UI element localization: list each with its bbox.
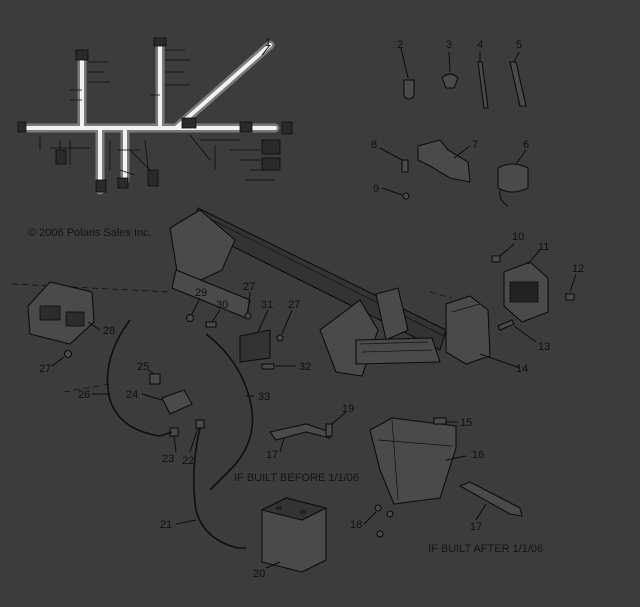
callout-5: 5 xyxy=(516,39,522,51)
callout-4: 4 xyxy=(477,39,483,51)
callout-11: 11 xyxy=(538,241,549,253)
callout-27b: 27 xyxy=(243,281,255,293)
note-built-before: IF BUILT BEFORE 1/1/06 xyxy=(234,472,359,484)
part-12-nut xyxy=(565,273,577,301)
callout-15: 15 xyxy=(460,417,472,429)
callout-27a: 27 xyxy=(39,363,51,375)
part-18-fasteners xyxy=(363,504,394,538)
note-built-after: IF BUILT AFTER 1/1/06 xyxy=(428,543,543,555)
part-7-bracket xyxy=(417,139,471,183)
callout-27c: 27 xyxy=(288,299,300,311)
part-29-nut xyxy=(185,297,201,323)
part-26-cable xyxy=(106,319,173,437)
wiring-harness-glow xyxy=(17,40,280,195)
callout-14: 14 xyxy=(516,363,528,375)
wiring-connectors xyxy=(17,37,293,193)
callout-17a: 17 xyxy=(266,449,278,461)
callout-25: 25 xyxy=(137,361,149,373)
callout-13: 13 xyxy=(538,341,550,353)
part-16-battery-box xyxy=(369,417,467,505)
callout-29: 29 xyxy=(195,287,207,299)
copyright-notice: © 2006 Polaris Sales Inc. xyxy=(28,227,152,239)
part-6-relay xyxy=(497,149,529,207)
callout-23: 23 xyxy=(162,453,174,465)
part-30-bolt xyxy=(205,309,221,328)
callout-1: 1 xyxy=(265,37,271,49)
callout-20: 20 xyxy=(253,568,265,580)
callout-30: 30 xyxy=(216,299,228,311)
part-4-tie-strap xyxy=(477,52,489,109)
callout-3: 3 xyxy=(446,39,452,51)
wiring-harness xyxy=(17,37,293,195)
battery-cables xyxy=(92,319,254,549)
part-15-pad xyxy=(433,417,458,425)
callout-24: 24 xyxy=(126,389,138,401)
callout-22: 22 xyxy=(182,455,194,467)
part-9-nut xyxy=(381,187,410,200)
callout-31: 31 xyxy=(261,299,273,311)
part-25-clip xyxy=(147,369,161,385)
part-24-solenoid xyxy=(141,389,193,415)
part-32-ring xyxy=(261,363,296,370)
callout-16: 16 xyxy=(472,449,484,461)
callout-17b: 17 xyxy=(470,521,482,533)
part-28-cover xyxy=(27,281,101,345)
part-17-strap-b xyxy=(458,481,523,521)
callout-33: 33 xyxy=(258,391,270,403)
callout-10: 10 xyxy=(512,231,524,243)
part-14-cover xyxy=(445,295,521,369)
callout-28: 28 xyxy=(103,325,115,337)
part-8-screw xyxy=(379,147,409,173)
callout-18: 18 xyxy=(350,519,362,531)
callout-26: 26 xyxy=(78,389,90,401)
callout-7: 7 xyxy=(472,139,478,151)
part-2-grommet xyxy=(400,47,415,100)
vehicle-frame xyxy=(11,207,453,393)
part-21-cable xyxy=(192,427,246,549)
callout-2: 2 xyxy=(397,39,403,51)
part-27-b xyxy=(244,291,252,320)
part-27-a xyxy=(51,349,73,367)
part-10-pad xyxy=(491,243,515,263)
leader-1 xyxy=(261,44,271,56)
callout-numbers: 1 2 3 4 5 6 7 8 9 10 11 12 13 14 15 16 1… xyxy=(39,37,584,580)
part-5-tie-strap xyxy=(509,51,527,107)
part-20-battery xyxy=(260,497,328,573)
part-31-fuse-block xyxy=(239,309,271,363)
callout-8: 8 xyxy=(371,139,377,151)
callout-9: 9 xyxy=(373,183,379,195)
callout-12: 12 xyxy=(572,263,584,275)
part-27-c xyxy=(276,309,293,342)
part-17-strap-a xyxy=(269,423,331,453)
part-19-bolt xyxy=(325,411,347,437)
callout-21: 21 xyxy=(160,519,172,531)
part-33-cable xyxy=(205,333,254,491)
callout-19: 19 xyxy=(342,403,354,415)
callout-32: 32 xyxy=(299,361,311,373)
callout-6: 6 xyxy=(523,139,529,151)
part-3-clip xyxy=(441,51,459,89)
part-11-ecu xyxy=(503,249,549,323)
part-13-screw xyxy=(497,319,537,343)
